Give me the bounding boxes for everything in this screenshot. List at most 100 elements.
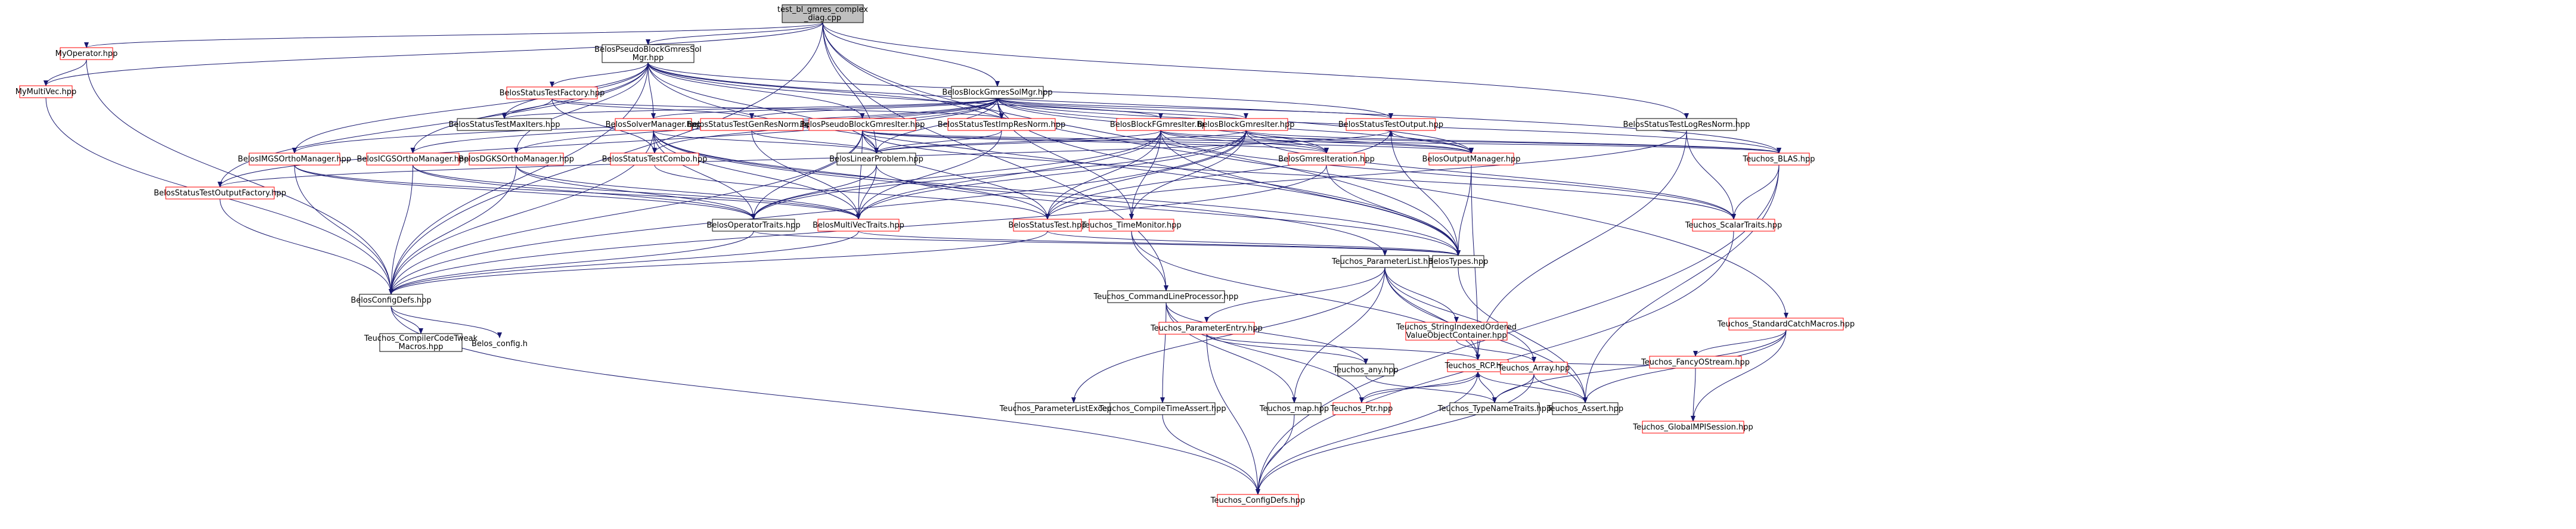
node-tcfg[interactable]: Teuchos_ConfigDefs.hpp [1210,494,1306,507]
node-bfgm[interactable]: BelosBlockFGmresIter.hpp [1110,118,1211,131]
edge-root-to-bgmgr [822,22,1000,87]
node-timemon[interactable]: Teuchos_TimeMonitor.hpp [1081,219,1182,232]
node-bgmi[interactable]: BelosBlockGmresIter.hpp [1198,118,1295,131]
node-btypes[interactable]: BelosTypes.hpp [1428,255,1489,268]
edge-outmgr-to-btypes [1456,164,1472,256]
edge-pbgmgr-to-btypes [647,62,1461,256]
edge-ptr-to-rcp [1361,371,1480,403]
node-stimp[interactable]: BelosStatusTestImpResNorm.hpp [938,118,1066,131]
node-label-stgen: BelosStatusTestGenResNorm.hpp [687,120,816,129]
node-stout[interactable]: BelosStatusTestOutput.hpp [1338,118,1443,131]
node-stgen[interactable]: BelosStatusTestGenResNorm.hpp [687,118,816,131]
node-label-stmax: BelosStatusTestMaxIters.hpp [448,120,560,129]
node-label-cctweak: Macros.hpp [399,343,444,351]
node-stmax[interactable]: BelosStatusTestMaxIters.hpp [448,118,560,131]
node-label-clp: Teuchos_CommandLineProcessor.hpp [1093,292,1239,301]
node-label-array: Teuchos_Array.hpp [1498,364,1570,373]
node-stest[interactable]: BelosStatusTest.hpp [1008,219,1087,232]
node-stfactory[interactable]: BelosStatusTestFactory.hpp [500,86,605,99]
node-box-stout [1346,118,1436,131]
edge-pbgmgr-to-pbgm [647,62,865,119]
node-optraits[interactable]: BelosOperatorTraits.hpp [706,219,801,232]
edge-stout-to-stest [1045,130,1391,220]
node-box-pbgmgr [602,44,695,63]
node-catch[interactable]: Teuchos_StandardCatchMacros.hpp [1717,318,1855,331]
node-globalmpi[interactable]: Teuchos_GlobalMPISession.hpp [1632,421,1753,434]
edge-icgs-to-optraits [413,164,756,220]
node-bconfig: Belos_config.h [472,340,528,348]
node-any[interactable]: Teuchos_any.hpp [1332,363,1399,376]
node-blas[interactable]: Teuchos_BLAS.hpp [1742,153,1815,166]
edge-stest-to-cfgdefs [389,231,1048,295]
node-stcombo[interactable]: BelosStatusTestCombo.hpp [602,153,708,166]
edge-bgmi-to-outmgr [1245,130,1474,154]
node-imgs[interactable]: BelosIMGSOrthoManager.hpp [238,153,351,166]
node-bgmgr[interactable]: BelosBlockGmresSolMgr.hpp [942,86,1053,99]
node-cfgdefs[interactable]: BelosConfigDefs.hpp [351,294,432,307]
edge-stfactory-to-stcombo [551,98,657,154]
node-myop[interactable]: MyOperator.hpp [55,47,118,60]
edge-plist-to-plexc [1071,267,1385,403]
node-mymv[interactable]: MyMultiVec.hpp [16,85,77,98]
node-solvmgr[interactable]: BelosSolverManager.hpp [606,118,702,131]
node-label-pbgmgr: BelosPseudoBlockGmresSol [594,45,702,54]
node-dgks[interactable]: BelosDGKSOrthoManager.hpp [458,153,574,166]
node-clp[interactable]: Teuchos_CommandLineProcessor.hpp [1093,290,1239,303]
node-outmgr[interactable]: BelosOutputManager.hpp [1422,153,1521,166]
node-box-assert [1552,402,1619,415]
edge-solvmgr-to-mvtraits [653,130,861,220]
node-label-globalmpi: Teuchos_GlobalMPISession.hpp [1632,423,1753,432]
edge-bgmi-to-gmresit [1245,130,1329,154]
node-box-stcombo [610,153,699,166]
node-label-blas: Teuchos_BLAS.hpp [1742,155,1815,164]
node-box-stgen [700,118,804,131]
node-box-icgs [366,153,460,166]
node-stoutfac[interactable]: BelosStatusTestOutputFactory.hpp [154,186,286,200]
node-label-stest: BelosStatusTest.hpp [1008,221,1086,230]
edge-bgmgr-to-stoutfac [218,98,998,188]
node-label-optraits: BelosOperatorTraits.hpp [706,221,800,230]
node-label-cfgdefs: BelosConfigDefs.hpp [351,296,431,305]
node-assert[interactable]: Teuchos_Assert.hpp [1546,402,1623,415]
node-mvtraits[interactable]: BelosMultiVecTraits.hpp [813,219,904,232]
node-icgs[interactable]: BelosICGSOrthoManager.hpp [357,153,469,166]
edge-myop-to-mymv [44,59,87,86]
node-pbgm[interactable]: BelosPseudoBlockGmresIter.hpp [800,118,925,131]
node-box-plist [1340,255,1430,268]
node-label-pentry: Teuchos_ParameterEntry.hpp [1150,324,1263,333]
edge-rcp-to-typename [1477,371,1497,403]
node-rcp[interactable]: Teuchos_RCP.hpp [1444,359,1511,372]
node-ctassert[interactable]: Teuchos_CompileTimeAssert.hpp [1098,402,1226,415]
edge-stout-to-outmgr [1390,130,1474,154]
edge-stimp-to-linprob [874,130,1002,154]
node-linprob[interactable]: BelosLinearProblem.hpp [829,153,923,166]
node-label-outmgr: BelosOutputManager.hpp [1422,155,1520,164]
node-array[interactable]: Teuchos_Array.hpp [1498,362,1570,375]
node-scalartr[interactable]: Teuchos_ScalarTraits.hpp [1685,219,1783,232]
node-map[interactable]: Teuchos_map.hpp [1259,402,1329,415]
edge-pbgm-to-outmgr [862,130,1474,154]
node-label-mvtraits: BelosMultiVecTraits.hpp [813,221,904,230]
node-plist[interactable]: Teuchos_ParameterList.hpp [1331,255,1438,268]
edge-bgmi-to-stest [1045,130,1247,220]
node-gmresit[interactable]: BelosGmresIteration.hpp [1278,153,1375,166]
node-pentry[interactable]: Teuchos_ParameterEntry.hpp [1150,322,1263,335]
edge-stoutfac-to-stout [219,130,1393,188]
edge-plist-to-strind [1384,267,1459,323]
node-strind[interactable]: Teuchos_StringIndexedOrderedValueObjectC… [1396,322,1517,341]
node-ptr[interactable]: Teuchos_Ptr.hpp [1330,402,1393,415]
node-typename[interactable]: Teuchos_TypeNameTraits.hpp [1437,402,1552,415]
edge-rcp-to-assert [1477,371,1588,403]
edge-array-to-tcfg [1256,374,1535,495]
dependency-nodes: test_bl_gmres_complex_diag.cppMyOperator… [16,4,1855,507]
edge-clp-to-ptr [1165,302,1364,403]
edge-bgmi-to-timemon [1129,130,1247,220]
edge-bfgm-to-outmgr [1160,130,1474,154]
edge-bgmi-to-linprob [874,130,1247,154]
node-stlog[interactable]: BelosStatusTestLogResNorm.hpp [1623,118,1750,131]
edge-catch-to-globalmpi [1691,329,1787,422]
edge-bfgm-to-btypes [1160,130,1461,256]
node-fancy[interactable]: Teuchos_FancyOStream.hpp [1641,356,1750,369]
